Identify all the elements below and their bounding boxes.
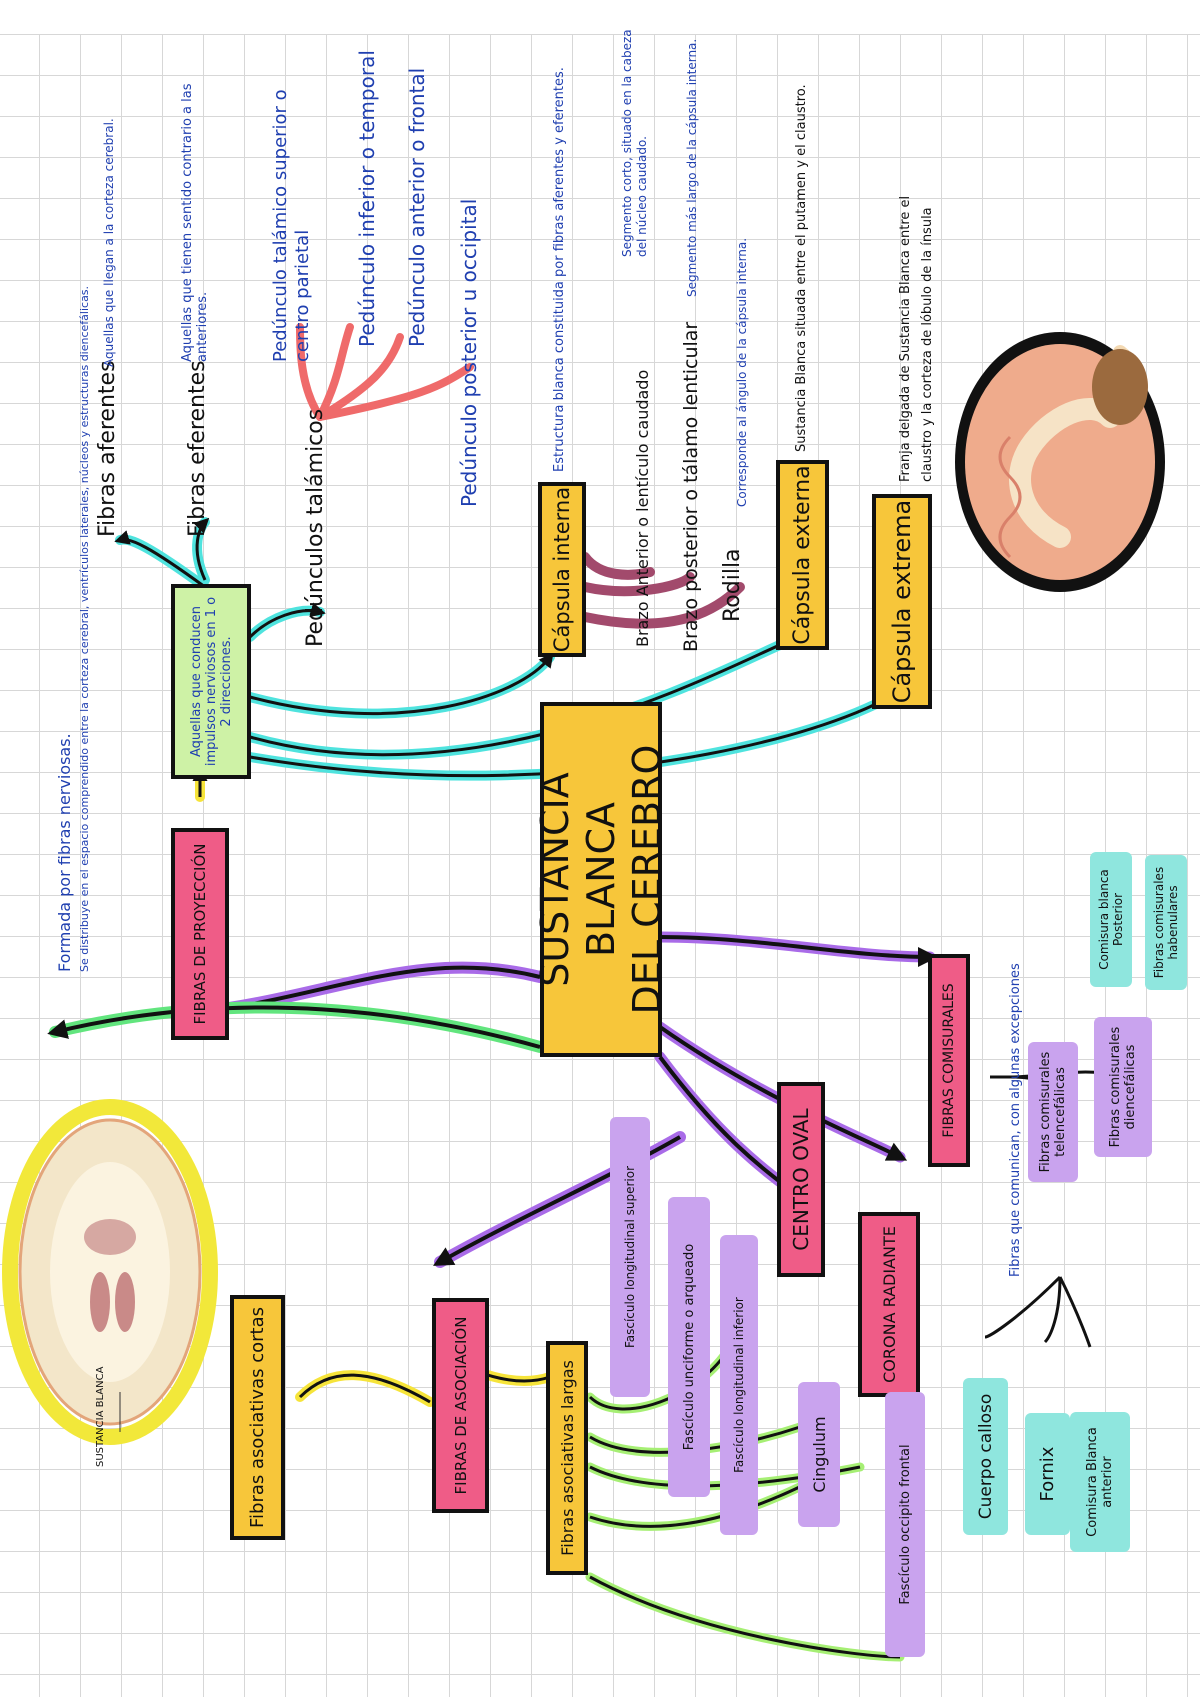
peduncle-anterior: Pedúnculo anterior o frontal bbox=[405, 67, 429, 347]
fornix: Fornix bbox=[1025, 1413, 1070, 1535]
main-title-line1: SUSTANCIA BLANCA bbox=[533, 772, 623, 987]
ic-posterior-arm: Brazo posterior o tálamo lenticular bbox=[680, 321, 702, 652]
uncinate-fasciculus: Fascículo unciforme o arqueado bbox=[668, 1197, 710, 1497]
line-internal-capsule-parts bbox=[580, 552, 745, 629]
internal-capsule-box: Cápsula interna bbox=[538, 482, 586, 657]
association-fibers-box: FIBRAS DE ASOCIACIÓN bbox=[432, 1298, 489, 1513]
centro-oval-box: CENTRO OVAL bbox=[777, 1082, 825, 1277]
extreme-capsule-desc: Franja delgada de Sustancia Blanca entre… bbox=[898, 195, 935, 482]
peduncles-label: Pedúnculos talámicos bbox=[303, 408, 328, 647]
main-title-box: SUSTANCIA BLANCA DEL CEREBRO bbox=[533, 702, 669, 1057]
ic-genu: Rodilla bbox=[720, 548, 745, 622]
line-to-intro bbox=[49, 1001, 546, 1053]
ic-posterior-arm-desc: Segmento más largo de la cápsula interna… bbox=[685, 38, 699, 297]
anterior-commissure: Comisura Blanca anterior bbox=[1070, 1412, 1130, 1552]
habenular-commissure: Fibras comisurales habenulares bbox=[1145, 855, 1187, 990]
peduncle-inferior: Pedúnculo inferior o temporal bbox=[355, 50, 379, 347]
extreme-capsule-box: Cápsula extrema bbox=[872, 494, 932, 709]
peduncle-superior: Pedúnculo talámico superior o centro par… bbox=[270, 89, 313, 362]
figure-label: SUSTANCIA BLANCA bbox=[95, 1366, 106, 1467]
posterior-commissure: Comisura blanca Posterior bbox=[1090, 852, 1132, 987]
internal-capsule-desc: Estructura blanca constituida por fibras… bbox=[552, 67, 567, 472]
line-peduncles bbox=[296, 323, 474, 421]
diencephalic-fibers: Fibras comisurales diencefálicas bbox=[1094, 1017, 1152, 1157]
corpus-callosum: Cuerpo calloso bbox=[963, 1378, 1008, 1535]
long-association-box: Fibras asociativas largas bbox=[546, 1341, 588, 1575]
corona-radiante-box: CORONA RADIANTE bbox=[858, 1212, 920, 1397]
telencephalic-fibers: Fibras comisurales telencefálicas bbox=[1028, 1042, 1078, 1182]
ic-genu-desc: Corresponde al ángulo de la cápsula inte… bbox=[735, 237, 749, 507]
top-margin bbox=[0, 0, 1200, 34]
afferent-label: Fibras aferentes bbox=[95, 360, 120, 537]
projection-fibers-box: FIBRAS DE PROYECCIÓN bbox=[171, 828, 229, 1040]
peduncle-posterior: Pedúnculo posterior u occipital bbox=[457, 198, 481, 507]
brain-coronal-section-image bbox=[2, 1099, 218, 1445]
external-capsule-desc: Sustancia Blanca situada entre el putame… bbox=[794, 84, 809, 452]
afferent-desc: Aquellas que llegan a la corteza cerebra… bbox=[102, 118, 116, 367]
inferior-longitudinal-fasciculus: Fascículo longitudinal inferior bbox=[720, 1235, 758, 1535]
occipitofrontal-fasciculus: Fascículo occipito frontal bbox=[885, 1392, 925, 1657]
short-association-box: Fibras asociativas cortas bbox=[230, 1295, 285, 1540]
efferent-label: Fibras eferentes bbox=[185, 360, 210, 537]
cingulum: Cingulum bbox=[798, 1382, 840, 1527]
intro-line-2: Se distribuye en el espacio comprendido … bbox=[78, 285, 91, 972]
line-tel-items bbox=[984, 1275, 1092, 1348]
external-capsule-box: Cápsula externa bbox=[776, 460, 829, 650]
main-title-line2: DEL CEREBRO bbox=[625, 744, 669, 1015]
projection-desc-box: Aquellas que conducen impulsos nerviosos… bbox=[171, 584, 251, 779]
superior-longitudinal-fasciculus: Fascículo longitudinal superior bbox=[610, 1117, 650, 1397]
ic-anterior-arm: Brazo Anterior o lentículo caudado bbox=[633, 369, 652, 647]
brain-sagittal-section-image bbox=[955, 332, 1165, 592]
efferent-desc: Aquellas que tienen sentido contrario a … bbox=[180, 83, 210, 362]
commissural-fibers-box: FIBRAS COMISURALES bbox=[928, 954, 970, 1167]
ic-anterior-arm-desc: Segmento corto, situado en la cabeza del… bbox=[620, 29, 649, 257]
intro-line-1: Formada por fibras nerviosas. bbox=[55, 733, 74, 972]
commissural-desc: Fibras que comunican, con algunas excepc… bbox=[1008, 963, 1023, 1277]
